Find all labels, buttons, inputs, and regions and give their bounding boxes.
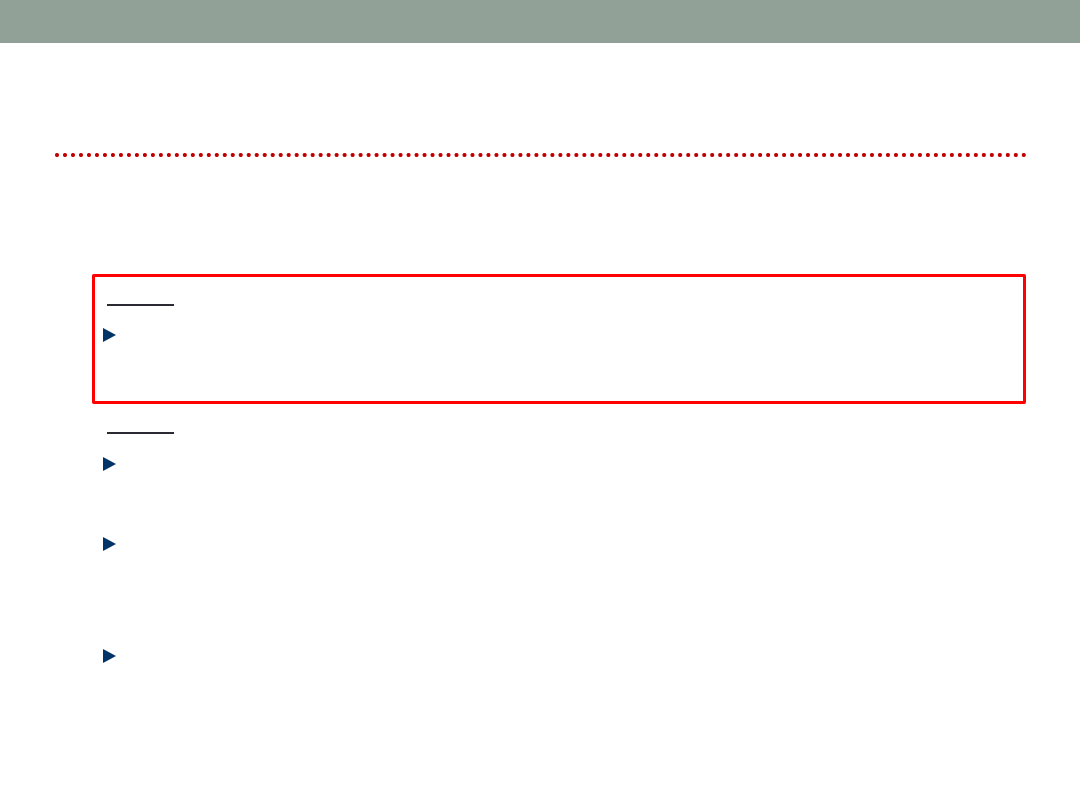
section-heading-underline (107, 304, 174, 306)
header-bar (0, 0, 1080, 43)
bullet-arrow-icon (103, 537, 116, 551)
bullet-arrow-icon (103, 649, 116, 663)
section-heading-underline (107, 432, 174, 434)
title-divider (55, 153, 1027, 157)
highlight-box (92, 274, 1026, 404)
bullet-arrow-icon (103, 328, 116, 342)
bullet-arrow-icon (103, 457, 116, 471)
